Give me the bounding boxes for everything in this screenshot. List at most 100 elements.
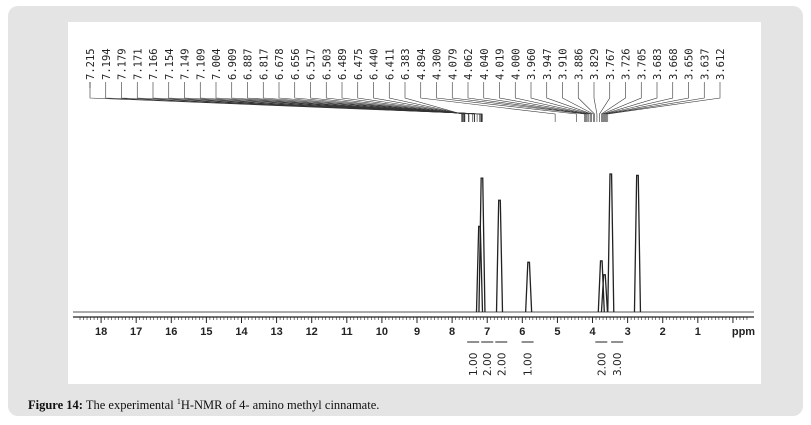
x-tick-label: 13 [270, 326, 282, 338]
peak-leader-line [530, 82, 592, 122]
peak-leader-line [603, 82, 658, 122]
peak-label: 3.947 [542, 48, 554, 80]
spectrum-peak [600, 274, 609, 313]
spectrum-peak [633, 174, 642, 313]
peak-label: 3.726 [621, 48, 633, 80]
peak-leader-line [247, 82, 475, 122]
peak-leader-line [357, 82, 465, 122]
x-tick-label: 17 [130, 326, 142, 338]
peak-label: 7.194 [101, 48, 113, 80]
integral-label: 1.00 [468, 353, 480, 376]
x-tick-label: 6 [519, 326, 525, 338]
x-tick-label: 8 [449, 326, 455, 338]
figure-caption: Figure 14: The experimental 1H-NMR of 4-… [28, 396, 380, 413]
peak-label: 4.040 [479, 48, 491, 80]
peak-leader-line [483, 82, 588, 122]
peak-label: 6.411 [384, 48, 396, 80]
peak-label: 6.383 [400, 48, 412, 80]
integral-label: 2.00 [596, 353, 608, 376]
integral-label: 1.00 [523, 353, 535, 376]
peak-label: 6.489 [337, 48, 349, 80]
spectrum-peak [495, 199, 504, 313]
caption-text-after: H-NMR of 4- amino methyl cinnamate. [180, 398, 380, 412]
peak-leader-line [599, 82, 611, 122]
peak-label: 4.019 [495, 48, 507, 80]
peak-label: 7.154 [164, 48, 176, 80]
peak-leader-line [231, 82, 476, 122]
peak-label: 7.004 [211, 48, 223, 80]
peak-leader-line [152, 82, 482, 122]
peak-label: 3.960 [526, 48, 538, 80]
peak-leader-line [215, 82, 478, 122]
x-tick-label: 7 [484, 326, 490, 338]
x-tick-label: 3 [625, 326, 631, 338]
peak-leader-line [607, 82, 721, 122]
integral-label: 3.00 [612, 353, 624, 376]
peak-label: 3.886 [573, 48, 585, 80]
peak-leader-line [562, 82, 594, 122]
peak-label: 3.767 [605, 48, 617, 80]
integral-label: 2.00 [496, 353, 508, 376]
peak-label: 6.503 [321, 48, 333, 80]
peak-leader-line [467, 82, 586, 122]
peak-leader-line [601, 82, 626, 122]
peak-label: 3.668 [668, 48, 680, 80]
peak-leader-line [89, 82, 483, 122]
peak-label: 6.656 [290, 48, 302, 80]
caption-superscript: 1 [176, 396, 181, 406]
peak-leader-line [325, 82, 465, 122]
x-tick-label: 5 [554, 326, 560, 338]
x-tick-label: 11 [341, 326, 353, 338]
peak-label: 7.215 [85, 48, 97, 80]
peak-leader-line [373, 82, 464, 122]
caption-label: Figure 14: [28, 398, 83, 412]
x-tick-label: 15 [200, 326, 212, 338]
spectrum-peak [475, 225, 484, 313]
peak-label: 3.683 [652, 48, 664, 80]
x-tick-label: 10 [376, 326, 388, 338]
spectrum-peak [524, 261, 533, 313]
x-tick-label: 12 [306, 326, 318, 338]
peak-leader-line [436, 82, 577, 122]
peak-leader-line [604, 82, 674, 122]
peak-leader-line [514, 82, 590, 122]
peak-leader-line [341, 82, 465, 122]
peak-label: 6.909 [227, 48, 239, 80]
peak-label: 6.887 [243, 48, 255, 80]
peak-leader-line [593, 82, 598, 122]
peak-label: 7.171 [132, 48, 144, 80]
peak-leader-line [105, 82, 483, 122]
peak-leader-line [602, 82, 642, 122]
peak-leader-line [388, 82, 463, 122]
peak-leader-line [420, 82, 556, 122]
peak-label: 6.475 [353, 48, 365, 80]
x-tick-label: 2 [660, 326, 666, 338]
peak-label: 3.612 [715, 48, 727, 80]
x-tick-label: 9 [414, 326, 420, 338]
peak-leader-line [451, 82, 585, 122]
integral-label: 2.00 [482, 353, 494, 376]
peak-label: 3.637 [699, 48, 711, 80]
peak-label: 3.910 [558, 48, 570, 80]
spectrum-peak [478, 177, 486, 313]
caption-text-before: The experimental [85, 398, 177, 412]
peak-label: 4.300 [432, 48, 444, 80]
peak-label: 4.079 [447, 48, 459, 80]
x-tick-label: 14 [235, 326, 248, 338]
x-tick-label: 18 [95, 326, 107, 338]
peak-leader-line [262, 82, 473, 122]
peak-label: 4.894 [416, 48, 428, 80]
peak-label: 4.000 [510, 48, 522, 80]
peak-label: 3.650 [684, 48, 696, 80]
peak-label: 3.829 [589, 48, 601, 80]
spectrum-peak [607, 173, 615, 313]
x-tick-label: 1 [695, 326, 701, 338]
peak-label: 7.179 [117, 48, 129, 80]
peak-label: 6.440 [369, 48, 381, 80]
peak-leader-line [184, 82, 482, 122]
peak-label: 4.062 [463, 48, 475, 80]
peak-label: 6.678 [274, 48, 286, 80]
